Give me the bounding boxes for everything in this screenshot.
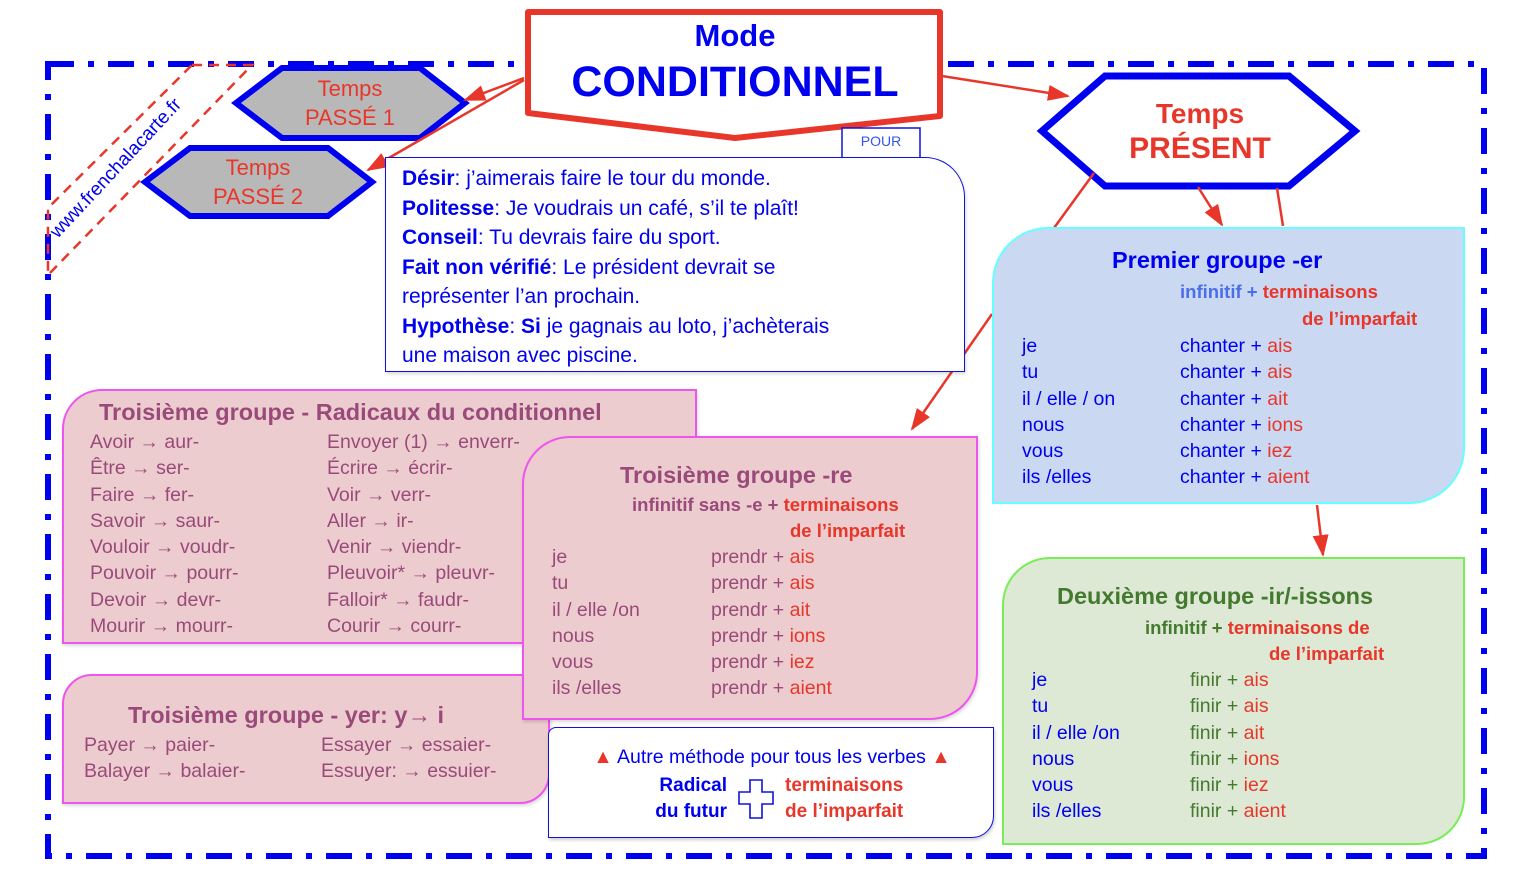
yer-box: Troisième groupe - yer: y→ i Payer → pai…	[62, 674, 550, 804]
pour-usage-box: Désir: j’aimerais faire le tour du monde…	[385, 157, 965, 372]
deuxieme-groupe-box: Deuxième groupe -ir/-issons infinitif + …	[1002, 557, 1465, 845]
yer-col1: Payer → paier-Balayer → balaier-	[84, 734, 246, 783]
radicaux-col1: Avoir → aur-Être → ser-Faire → fer-Savoi…	[90, 431, 239, 638]
conditionnel-title: CONDITIONNEL	[571, 58, 899, 106]
usage-fait-non-verifie: Fait non vérifié: Le président devrait s…	[402, 255, 776, 279]
passe-1-line2: PASSÉ 1	[304, 105, 396, 130]
pour-tag-label: POUR	[860, 133, 902, 149]
present-line1: Temps	[1155, 98, 1245, 129]
plus-icon	[738, 779, 774, 819]
yer-title: Troisième groupe - yer: y→ i	[128, 702, 445, 728]
hex-present	[1036, 72, 1361, 190]
watermark-ribbon	[46, 63, 255, 279]
yer-col2: Essayer → essaier-Essuyer: → essuier-	[321, 734, 497, 783]
hex-passe-1	[231, 65, 470, 141]
deuxieme-title: Deuxième groupe -ir/-issons	[1057, 583, 1374, 609]
outer-frame	[45, 61, 1487, 859]
radicaux-col2: Envoyer (1) → enverr-Écrire → écrir-Voir…	[327, 431, 520, 638]
mode-conditionnel-shape	[525, 9, 943, 141]
radicaux-title: Troisième groupe - Radicaux du condition…	[99, 399, 602, 425]
warning-triangle-icon: ▲	[931, 746, 951, 768]
autre-methode-box: ▲ Autre méthode pour tous les verbes ▲ R…	[548, 727, 994, 838]
troisieme-re-title: Troisième groupe -re	[620, 462, 853, 488]
arrows	[366, 74, 1329, 557]
usage-conseil: Conseil: Tu devrais faire du sport.	[402, 226, 721, 249]
passe-2-line1: Temps	[225, 155, 291, 180]
re-forms: prendr + ais prendr + ais prendr + ait p…	[711, 546, 832, 700]
present-line2: PRÉSENT	[1129, 132, 1271, 165]
mode-label: Mode	[694, 18, 776, 53]
premier-title: Premier groupe -er	[1112, 247, 1323, 273]
usage-hypothese: Hypothèse: Si je gagnais au loto, j’achè…	[402, 314, 830, 338]
usage-desir: Désir: j’aimerais faire le tour du monde…	[402, 167, 771, 190]
autre-heading: Autre méthode pour tous les verbes	[616, 746, 926, 768]
usage-fait-non-verifie-cont: représenter l’an prochain.	[402, 285, 641, 308]
passe-2-line2: PASSÉ 2	[212, 184, 304, 209]
premier-forms: chanter + ais chanter + ais chanter + ai…	[1180, 335, 1310, 489]
troisieme-re-box: Troisième groupe -re infinitif sans -e +…	[522, 436, 978, 720]
passe-1-line1: Temps	[317, 76, 383, 101]
usage-hypothese-cont: une maison avec piscine.	[402, 344, 638, 367]
premier-groupe-box: Premier groupe -er infinitif + terminais…	[992, 227, 1465, 504]
usage-politesse: Politesse: Je voudrais un café, s’il te …	[402, 196, 799, 220]
warning-triangle-icon: ▲	[593, 746, 613, 768]
hex-passe-2	[140, 145, 377, 219]
radicaux-box: Troisième groupe - Radicaux du condition…	[62, 389, 697, 644]
deuxieme-forms: finir + ais finir + ais finir + ait fini…	[1190, 669, 1286, 823]
